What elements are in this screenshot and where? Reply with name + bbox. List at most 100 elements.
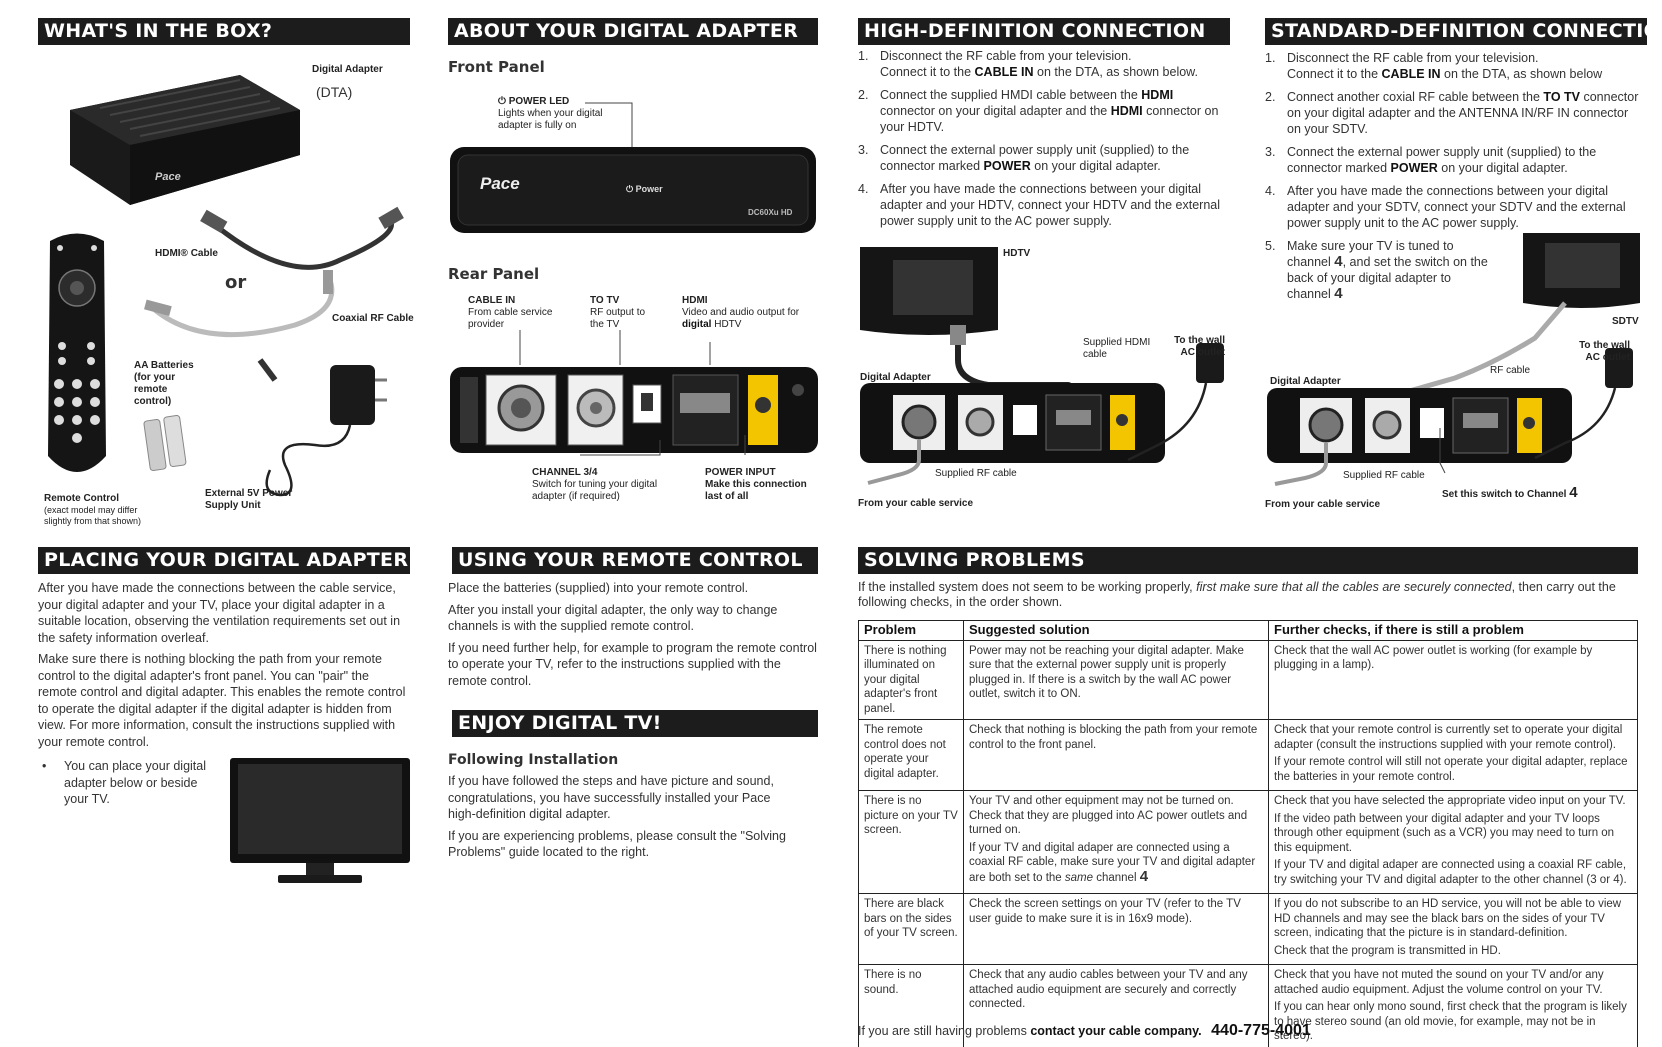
further-checks-cell: Check that the wall AC power outlet is w… <box>1268 639 1638 720</box>
remote-paragraph-1: Place the batteries (supplied) into your… <box>448 581 749 595</box>
remote-note: (exact model may differ slightly from th… <box>44 505 142 526</box>
section-header-whats-in-the-box: WHAT'S IN THE BOX? <box>38 18 410 45</box>
aa-batteries-label: AA Batteries (for your remote control) <box>134 360 194 407</box>
sd-step-2: 2. Connect another coxial RF cable betwe… <box>1265 90 1639 136</box>
table-row: The remote control does not operate your… <box>858 719 1638 791</box>
table-row: There are black bars on the sides of you… <box>858 893 1638 965</box>
digital-adapter-label: Digital Adapter <box>312 64 383 75</box>
front-panel-image <box>450 147 816 233</box>
hd-step-1: 1. Disconnect the RF cable from your tel… <box>858 49 1198 79</box>
solution-cell: Check that any audio cables between your… <box>963 964 1269 1047</box>
problem-cell: The remote control does not operate your… <box>858 719 964 791</box>
sd-step-4: 4. After you have made the connections b… <box>1265 184 1626 230</box>
further-check-text: If you can hear only mono sound, first c… <box>1274 1001 1627 1042</box>
sd-rf-cable-label: RF cable <box>1490 365 1531 376</box>
solution-cell: Your TV and other equipment may not be t… <box>963 790 1269 894</box>
section-header-hd: HIGH-DEFINITION CONNECTION <box>858 18 1230 45</box>
solution-cell: Check the screen settings on your TV (re… <box>963 893 1269 965</box>
rear-panel-image <box>450 367 818 453</box>
enjoy-paragraph-1: If you have followed the steps and have … <box>448 774 774 821</box>
front-panel-brand: Pace <box>480 174 520 193</box>
or-label: or <box>225 272 247 293</box>
section-header-enjoy: ENJOY DIGITAL TV! <box>452 710 818 737</box>
supplied-hdmi-cable-label: Supplied HDMI cable <box>1083 337 1151 360</box>
solution-text: If your TV and digital adaper are connec… <box>969 841 1256 885</box>
table-row: There is nothing illuminated on your dig… <box>858 639 1638 720</box>
further-check-text: If your remote control will still not op… <box>1274 756 1628 783</box>
table-header-row: Problem Suggested solution Further check… <box>858 620 1638 641</box>
aa-batteries-image <box>143 415 187 471</box>
problem-cell: There is no picture on your TV screen. <box>858 790 964 894</box>
section-header-solving: SOLVING PROBLEMS <box>858 547 1638 574</box>
sd-digital-adapter-label: Digital Adapter <box>1270 376 1341 387</box>
dta-label: (DTA) <box>316 84 353 100</box>
problem-cell: There are black bars on the sides of you… <box>858 893 964 965</box>
remote-text: Place the batteries (supplied) into your… <box>448 580 820 694</box>
section-header-remote: USING YOUR REMOTE CONTROL <box>452 547 818 574</box>
problem-cell: There is no sound. <box>858 964 964 1047</box>
sd-step-1: 1. Disconnect the RF cable from your tel… <box>1265 51 1603 81</box>
further-check-text: If your TV and digital adaper are connec… <box>1274 859 1627 886</box>
column-header-further-checks: Further checks, if there is still a prob… <box>1268 620 1638 641</box>
front-panel-power: ⏻ Power <box>626 184 663 194</box>
digital-adapter-image: Pace <box>70 75 300 205</box>
further-check-text: If you do not subscribe to an HD service… <box>1274 898 1622 939</box>
sdtv-label: SDTV <box>1612 316 1639 327</box>
column-header-problem: Problem <box>858 620 964 641</box>
front-panel-model: DC60Xu HD <box>748 208 793 217</box>
power-supply-label: External 5V Power Supply Unit <box>205 488 293 511</box>
remote-control-image <box>48 233 106 472</box>
sd-step-5: 5. Make sure your TV is tuned to channel… <box>1265 239 1488 302</box>
section-header-sd: STANDARD-DEFINITION CONNECTION <box>1265 18 1647 45</box>
hdmi-cable-label: HDMI® Cable <box>155 248 218 259</box>
power-led-label: ⏻ POWER LED Lights when your digital ada… <box>498 96 603 131</box>
sd-connection-diagram <box>1267 233 1640 486</box>
further-check-text: Check that your remote control is curren… <box>1274 724 1623 751</box>
problems-table: Problem Suggested solution Further check… <box>858 620 1638 1047</box>
table-row: There is no picture on your TV screen. Y… <box>858 790 1638 894</box>
further-checks-cell: Check that your remote control is curren… <box>1268 719 1638 791</box>
placing-bullet: •You can place your digital adapter belo… <box>42 759 206 806</box>
coaxial-cable-label: Coaxial RF Cable <box>332 313 414 324</box>
rear-panel-leader-lines <box>519 330 746 456</box>
tv-image <box>230 758 410 883</box>
hdmi-cable-image <box>200 206 404 270</box>
further-check-text: If the video path between your digital a… <box>1274 812 1615 854</box>
set-switch-label: Set this switch to Channel 4 <box>1442 484 1578 501</box>
hdmi-label: HDMI Video and audio output for digital … <box>682 295 800 330</box>
to-wall-outlet-label: To the wall AC outlet <box>1174 335 1225 358</box>
front-panel-heading: Front Panel <box>448 58 545 76</box>
sd-supplied-rf-cable-label: Supplied RF cable <box>1343 470 1425 481</box>
further-check-text: Check that you have selected the appropr… <box>1274 795 1626 807</box>
hd-step-4: 4. After you have made the connections b… <box>858 182 1221 228</box>
remote-control-label: Remote Control <box>44 493 119 504</box>
power-supply-image <box>257 358 387 497</box>
further-check-text: Check that the program is transmitted in… <box>1274 944 1501 957</box>
placing-paragraph-1: After you have made the connections betw… <box>38 581 401 645</box>
sd-step-3: 3. Connect the external power supply uni… <box>1265 145 1597 175</box>
phone-number: 440-775-4001 <box>1211 1022 1311 1039</box>
solution-text: Your TV and other equipment may not be t… <box>969 795 1248 836</box>
further-checks-cell: Check that you have selected the appropr… <box>1268 790 1638 894</box>
further-check-text: Check that you have not muted the sound … <box>1274 969 1604 996</box>
placing-paragraph-2: Make sure there is nothing blocking the … <box>38 652 406 749</box>
table-row: There is no sound. Check that any audio … <box>858 964 1638 1047</box>
solving-footer: If you are still having problems contact… <box>858 1022 1311 1039</box>
section-header-about: ABOUT YOUR DIGITAL ADAPTER <box>448 18 818 45</box>
hdtv-label: HDTV <box>1003 248 1031 259</box>
remote-paragraph-2: After you install your digital adapter, … <box>448 602 778 634</box>
svg-text:Pace: Pace <box>155 171 181 183</box>
hd-from-cable-service-label: From your cable service <box>858 498 974 509</box>
enjoy-paragraph-2: If you are experiencing problems, please… <box>448 828 786 860</box>
rear-panel-heading: Rear Panel <box>448 265 540 283</box>
sd-from-cable-service-label: From your cable service <box>1265 499 1381 510</box>
sd-steps: 1. Disconnect the RF cable from your tel… <box>1265 50 1660 309</box>
hd-step-2: 2. Connect the supplied HMDI cable betwe… <box>858 88 1219 134</box>
solution-cell: Power may not be reaching your digital a… <box>963 639 1269 720</box>
hd-supplied-rf-cable-label: Supplied RF cable <box>935 468 1017 479</box>
section-header-placing: PLACING YOUR DIGITAL ADAPTER <box>38 547 410 574</box>
